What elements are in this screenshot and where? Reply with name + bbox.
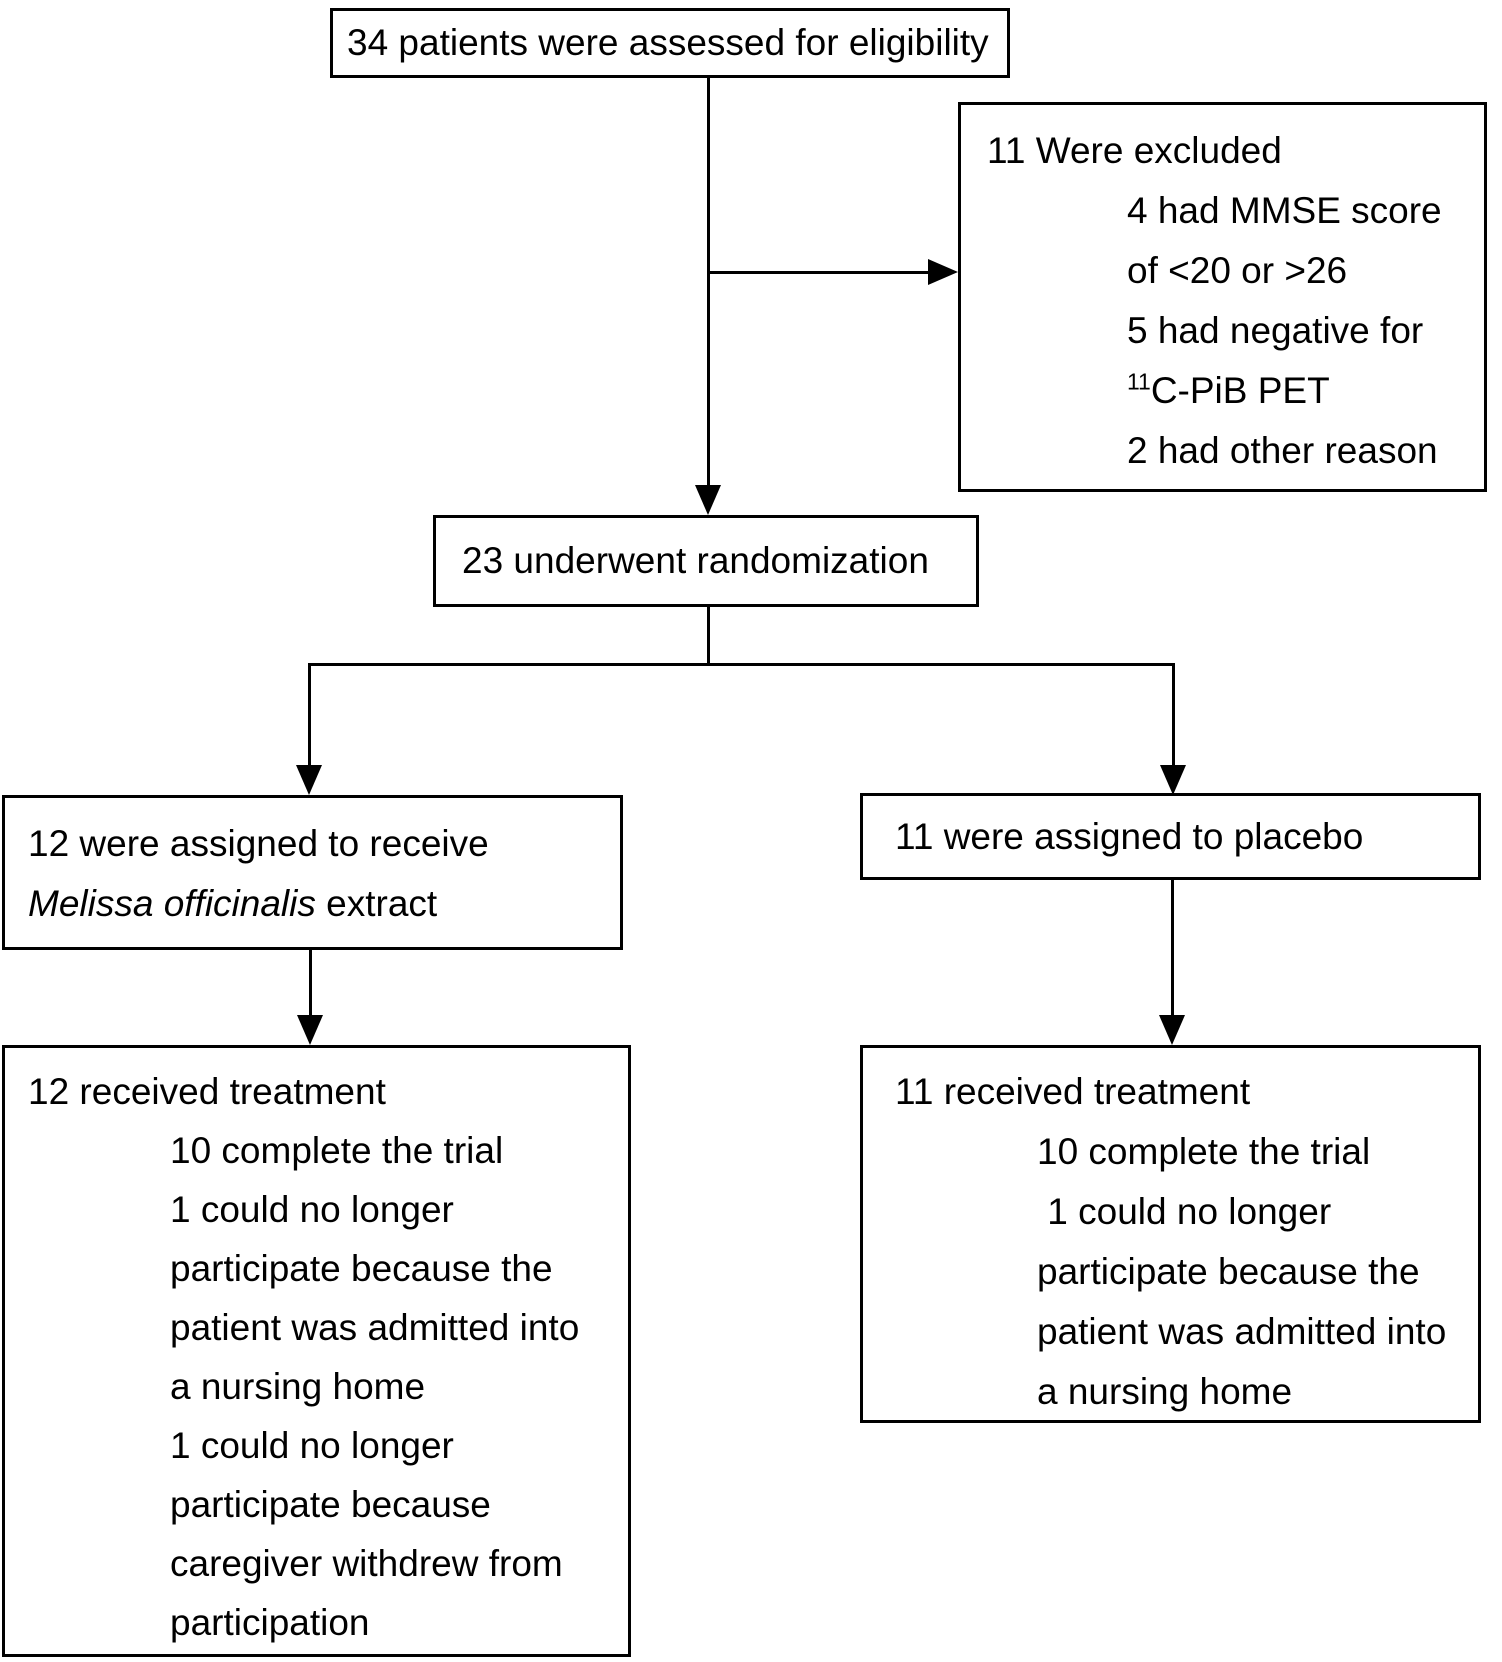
box-excluded: 11 Were excluded 4 had MMSE score of <20 o… — [958, 102, 1487, 492]
box-text-line: a nursing home — [895, 1362, 1472, 1422]
arrowhead-into-assign-placebo — [1160, 765, 1186, 795]
box-text-line: 12 received treatment — [28, 1062, 622, 1121]
text-segment: 34 patients were assessed for eligibilit… — [347, 22, 989, 63]
text-segment: extract — [315, 883, 438, 924]
box-text-line: 34 patients were assessed for eligibilit… — [347, 13, 1007, 73]
text-segment: caregiver withdrew from — [170, 1543, 563, 1584]
text-segment: 11 were assigned to placebo — [895, 815, 1364, 857]
text-segment: 4 had MMSE score — [1127, 190, 1442, 231]
text-segment: participate because the — [1037, 1251, 1420, 1292]
text-segment: 10 complete the trial — [1037, 1131, 1371, 1172]
arrowhead-into-assign-extract — [296, 765, 322, 795]
box-received-treatment-placebo: 11 received treatment 10 complete the tri… — [860, 1045, 1481, 1423]
text-segment: 11 Were excluded — [987, 130, 1282, 171]
text-segment: of <20 or >26 — [1127, 250, 1348, 291]
connector-branch-right — [1172, 663, 1175, 765]
box-text-line: 2 had other reason — [987, 421, 1478, 481]
box-text-line: 12 were assigned to receive — [28, 814, 614, 874]
connector-branch-horizontal — [308, 663, 1175, 666]
text-segment: C-PiB PET — [1150, 370, 1330, 411]
box-text-line: participate because the — [28, 1239, 622, 1298]
box-text-line: participation — [28, 1593, 622, 1652]
text-segment: 5 had negative for — [1127, 310, 1424, 351]
box-text-line: patient was admitted into — [895, 1302, 1472, 1362]
text-segment: a nursing home — [170, 1366, 426, 1407]
text-segment: participation — [170, 1602, 370, 1643]
arrowhead-into-treatment-placebo — [1159, 1015, 1185, 1045]
text-segment: 1 could no longer — [170, 1189, 454, 1230]
box-text-line: participate because — [28, 1475, 622, 1534]
connector-branch-left — [308, 663, 311, 765]
arrowhead-into-randomization — [695, 485, 721, 515]
text-segment: a nursing home — [1037, 1371, 1293, 1412]
box-text-line: 5 had negative for — [987, 301, 1478, 361]
connector-to-excluded — [707, 271, 928, 274]
box-assessed-for-eligibility: 34 patients were assessed for eligibilit… — [330, 8, 1010, 78]
box-text-line: 1 could no longer — [28, 1180, 622, 1239]
text-segment: patient was admitted into — [170, 1307, 580, 1348]
superscript-text: 11 — [1127, 368, 1151, 395]
text-segment: patient was admitted into — [1037, 1311, 1447, 1352]
box-text-line: 11C-PiB PET — [987, 361, 1478, 421]
box-text-line: 11 Were excluded — [987, 121, 1478, 181]
arrowhead-into-treatment-extract — [297, 1015, 323, 1045]
text-segment: participate because the — [170, 1248, 553, 1289]
box-text-line: 4 had MMSE score — [987, 181, 1478, 241]
box-text-line: of <20 or >26 — [987, 241, 1478, 301]
connector-randomization-stem — [707, 607, 710, 665]
text-segment: 12 received treatment — [28, 1071, 386, 1112]
box-underwent-randomization: 23 underwent randomization — [433, 515, 979, 607]
box-text-line: a nursing home — [28, 1357, 622, 1416]
box-text-line: 23 underwent randomization — [462, 531, 976, 591]
box-assigned-placebo: 11 were assigned to placebo — [860, 793, 1481, 880]
text-segment: 10 complete the trial — [170, 1130, 504, 1171]
text-segment: participate because — [170, 1484, 491, 1525]
box-text-line: 11 received treatment — [895, 1062, 1472, 1122]
box-text-line: 11 were assigned to placebo — [895, 807, 1478, 867]
box-received-treatment-extract: 12 received treatment 10 complete the tri… — [2, 1045, 631, 1657]
box-text-line: caregiver withdrew from — [28, 1534, 622, 1593]
arrowhead-into-excluded — [928, 259, 958, 285]
connector-assign-to-treatment-right — [1171, 880, 1174, 1015]
box-text-line: 1 could no longer — [895, 1182, 1472, 1242]
box-text-line: 10 complete the trial — [895, 1122, 1472, 1182]
box-text-line: participate because the — [895, 1242, 1472, 1302]
box-text-line: 10 complete the trial — [28, 1121, 622, 1180]
italic-text: Melissa officinalis — [28, 883, 316, 924]
connector-eligibility-to-randomization — [707, 78, 710, 485]
box-text-line: 1 could no longer — [28, 1416, 622, 1475]
text-segment: 11 received treatment — [895, 1071, 1251, 1112]
connector-assign-to-treatment-left — [309, 950, 312, 1015]
text-segment: 1 could no longer — [170, 1425, 454, 1466]
text-segment: 12 were assigned to receive — [28, 823, 489, 864]
box-text-line: Melissa officinalis extract — [28, 874, 614, 934]
text-segment: 2 had other reason — [1127, 430, 1438, 471]
box-text-line: patient was admitted into — [28, 1298, 622, 1357]
text-segment: 23 underwent randomization — [462, 540, 929, 581]
text-segment: 1 could no longer — [1037, 1191, 1332, 1232]
